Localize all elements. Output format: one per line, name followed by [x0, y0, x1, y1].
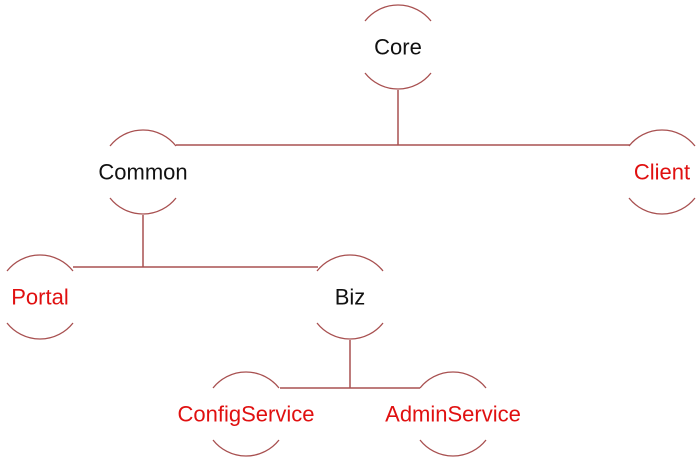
node-label: Portal: [11, 285, 68, 310]
node-configservice: ConfigService: [178, 371, 315, 457]
connectors: [73, 90, 630, 389]
node-portal: Portal: [6, 254, 74, 340]
node-label: ConfigService: [178, 402, 315, 427]
node-label: Common: [98, 160, 187, 185]
node-bottom-arc: [109, 197, 177, 215]
node-common: Common: [98, 129, 188, 215]
node-core: Core: [364, 4, 432, 90]
node-label: Biz: [335, 285, 366, 310]
node-client: Client: [628, 129, 696, 215]
node-top-arc: [316, 254, 384, 272]
node-bottom-arc: [628, 197, 696, 215]
node-label: AdminService: [385, 402, 521, 427]
node-bottom-arc: [212, 439, 280, 457]
node-top-arc: [364, 4, 432, 22]
node-top-arc: [212, 371, 280, 389]
node-top-arc: [6, 254, 74, 272]
node-biz: Biz: [316, 254, 384, 340]
node-adminservice: AdminService: [385, 371, 521, 457]
node-bottom-arc: [364, 72, 432, 90]
node-label: Client: [634, 160, 690, 185]
node-top-arc: [628, 129, 696, 147]
node-label: Core: [374, 35, 422, 60]
node-bottom-arc: [316, 322, 384, 340]
node-top-arc: [419, 371, 487, 389]
node-bottom-arc: [6, 322, 74, 340]
node-bottom-arc: [419, 439, 487, 457]
node-top-arc: [109, 129, 177, 147]
